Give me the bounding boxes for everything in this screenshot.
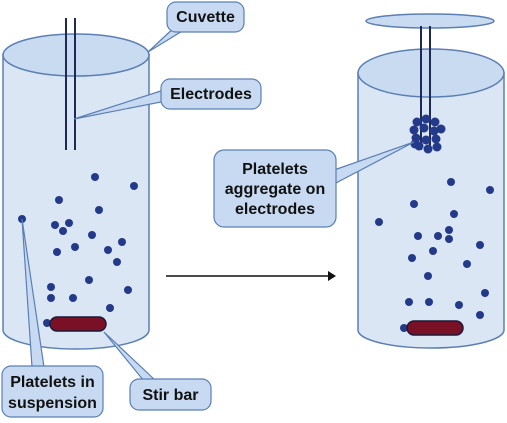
callout-electrodes: Electrodes <box>73 78 262 120</box>
platelet <box>95 206 103 214</box>
left-platelets <box>18 173 138 327</box>
platelet <box>463 260 471 268</box>
left-cuvette <box>2 18 150 350</box>
left-stir-bar <box>49 316 107 332</box>
platelet <box>445 235 453 243</box>
callout-stir-bar: Stir bar <box>103 331 212 411</box>
platelet <box>486 186 494 194</box>
right-cuvette-lid <box>365 13 495 29</box>
platelet <box>130 182 138 190</box>
platelet <box>71 243 79 251</box>
platelet <box>104 246 112 254</box>
callout-electrodes-box <box>160 78 262 110</box>
callout-suspension-box <box>1 365 104 418</box>
platelet <box>410 200 418 208</box>
callout-suspension-line-1: Platelets in <box>10 374 94 391</box>
platelet <box>476 311 484 319</box>
platelet <box>419 123 429 133</box>
callout-electrodes-label: Electrodes <box>170 86 252 103</box>
left-cuvette-body <box>2 54 150 350</box>
right-cuvette-body <box>357 72 505 349</box>
platelet <box>69 294 77 302</box>
platelet <box>88 231 96 239</box>
callout-cuvette: Cuvette <box>147 1 245 53</box>
platelet <box>481 289 489 297</box>
platelet <box>408 254 416 262</box>
platelet <box>118 238 126 246</box>
platelet <box>43 319 51 327</box>
platelet <box>434 232 442 240</box>
callout-aggregate-line-2: aggregate on <box>225 181 325 198</box>
platelet <box>414 232 422 240</box>
callout-aggregate-box <box>213 149 337 228</box>
right-stir-bar <box>406 320 464 336</box>
callout-suspension-line-2: suspension <box>8 395 97 412</box>
callout-stir-bar-box <box>129 378 212 411</box>
platelet <box>431 134 441 144</box>
platelet <box>476 241 484 249</box>
platelet <box>425 298 433 306</box>
platelet <box>447 178 455 186</box>
transition-arrow <box>166 271 336 281</box>
callout-platelets-suspension: Platelets in suspension <box>1 218 104 418</box>
platelet <box>455 301 463 309</box>
callout-stir-bar-label: Stir bar <box>142 387 198 404</box>
platelet <box>450 210 458 218</box>
left-electrodes <box>65 18 76 150</box>
platelet <box>106 304 114 312</box>
platelet <box>47 294 55 302</box>
platelet <box>55 196 63 204</box>
platelet <box>412 117 422 127</box>
platelet <box>410 139 420 149</box>
callout-aggregate-line-1: Platelets <box>242 161 308 178</box>
callout-cuvette-box <box>166 1 245 33</box>
arrow-head <box>328 271 336 281</box>
platelet <box>423 144 433 154</box>
platelet <box>424 272 432 280</box>
platelet <box>47 283 55 291</box>
platelet <box>445 226 453 234</box>
platelet <box>113 258 121 266</box>
platelet <box>85 276 93 284</box>
callout-aggregate-line-3: electrodes <box>235 201 315 218</box>
platelet <box>436 124 446 134</box>
callout-platelets-aggregate: Platelets aggregate on electrodes <box>213 141 415 228</box>
platelet <box>124 286 132 294</box>
platelet <box>421 135 431 145</box>
platelet <box>53 248 61 256</box>
platelet <box>405 298 413 306</box>
callout-cuvette-label: Cuvette <box>176 9 235 26</box>
platelet <box>421 114 431 124</box>
right-platelets <box>375 114 494 332</box>
platelet <box>59 227 67 235</box>
right-cuvette <box>357 13 505 349</box>
platelet <box>430 117 440 127</box>
platelet <box>375 218 383 226</box>
platelet <box>65 219 73 227</box>
platelet <box>91 173 99 181</box>
platelet <box>432 142 442 152</box>
platelet <box>51 221 59 229</box>
platelet <box>429 126 439 136</box>
platelet <box>400 324 408 332</box>
platelet <box>409 125 419 135</box>
platelet <box>429 247 437 255</box>
